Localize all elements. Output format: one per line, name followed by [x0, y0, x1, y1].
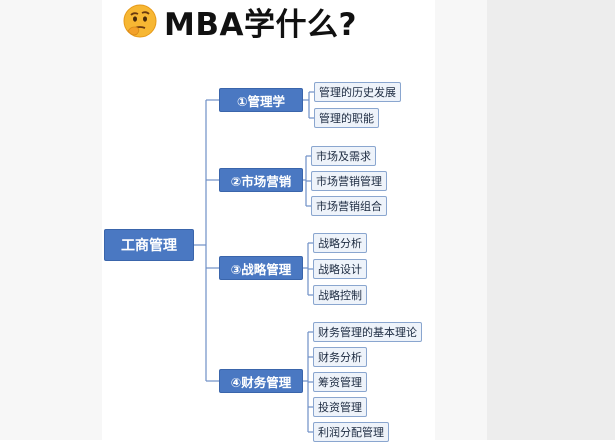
branch-node-strategy: ③战略管理 [219, 256, 303, 280]
leaf-node: 战略分析 [313, 233, 367, 253]
left-margin [0, 0, 102, 440]
right-margin [435, 0, 615, 440]
headline: MBA学什么? [122, 0, 357, 43]
branch-node-marketing: ②市场营销 [219, 168, 303, 192]
leaf-node: 战略设计 [313, 259, 367, 279]
branch-node-finance: ④财务管理 [219, 369, 303, 393]
leaf-node: 财务分析 [313, 347, 367, 367]
branch-node-management: ①管理学 [219, 88, 303, 112]
thinking-face-icon [122, 3, 158, 39]
leaf-node: 利润分配管理 [313, 422, 389, 442]
root-node: 工商管理 [104, 229, 194, 261]
leaf-node: 筹资管理 [313, 372, 367, 392]
leaf-node: 投资管理 [313, 397, 367, 417]
right-strip [487, 0, 615, 440]
leaf-node: 财务管理的基本理论 [313, 322, 422, 342]
leaf-node: 市场及需求 [311, 146, 376, 166]
headline-text: MBA学什么? [164, 6, 357, 43]
leaf-node: 战略控制 [313, 285, 367, 305]
leaf-node: 管理的职能 [314, 108, 379, 128]
leaf-node: 管理的历史发展 [314, 82, 401, 102]
leaf-node: 市场营销组合 [311, 196, 387, 216]
connector-lines [194, 91, 314, 433]
leaf-node: 市场营销管理 [311, 171, 387, 191]
